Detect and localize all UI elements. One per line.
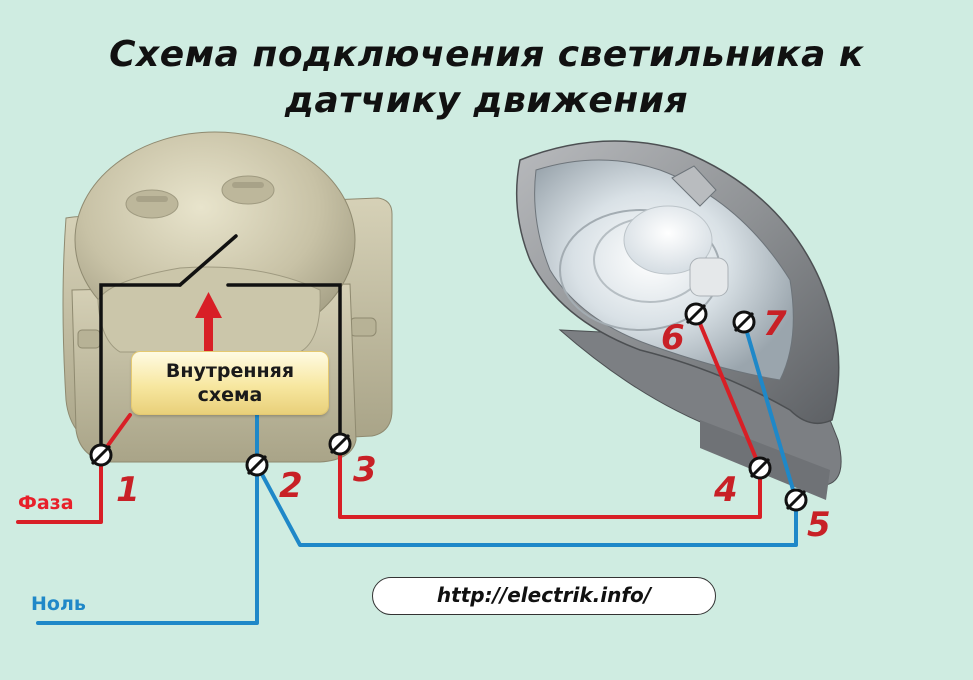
neutral-input-wire: [36, 463, 259, 625]
neutral-wires: [36, 320, 798, 625]
terminal-number-2: 2: [279, 466, 303, 506]
phase-internal-wire: [99, 283, 182, 455]
lamp-neutral-wire: [742, 320, 798, 502]
terminal-number-6: 6: [661, 318, 685, 358]
neutral-to-lamp-wire: [255, 463, 798, 547]
terminal-number-3: 3: [353, 450, 377, 490]
terminal-number-7: 7: [763, 304, 787, 344]
screw-terminal-icon: [732, 310, 756, 334]
screw-terminal-icon: [784, 488, 808, 512]
inner-circuit-label: Внутренняя схема: [132, 352, 328, 414]
screw-terminal-icon: [245, 453, 269, 477]
neutral-label: Ноль: [31, 593, 86, 615]
phase-input-wire: [16, 453, 103, 524]
switch-contact-icon: [178, 234, 238, 287]
lamp-phase-wire: [694, 312, 762, 470]
load-internal-wire: [226, 283, 342, 442]
terminal-number-4: 4: [714, 470, 738, 510]
phase-wires: [16, 312, 762, 524]
internal-circuit: [99, 234, 342, 455]
inner-circuit-label-line-1: Внутренняя: [165, 360, 295, 382]
terminals: [89, 302, 808, 512]
inner-circuit-label-line-2: схема: [197, 384, 263, 406]
phase-label: Фаза: [18, 492, 74, 514]
source-url[interactable]: http://electrik.info/: [372, 577, 716, 615]
load-to-lamp-wire: [338, 442, 762, 519]
screw-terminal-icon: [684, 302, 708, 326]
screw-terminal-icon: [89, 443, 113, 467]
street-lamp-icon: [515, 140, 842, 500]
terminal-number-1: 1: [116, 470, 140, 510]
title-line-1: Схема подключения светильника к: [109, 34, 864, 75]
screw-terminal-icon: [748, 456, 772, 480]
up-arrow-icon: [195, 292, 222, 352]
screw-terminal-icon: [328, 432, 352, 456]
terminal-number-5: 5: [807, 505, 831, 545]
title-line-2: датчику движения: [284, 80, 689, 121]
